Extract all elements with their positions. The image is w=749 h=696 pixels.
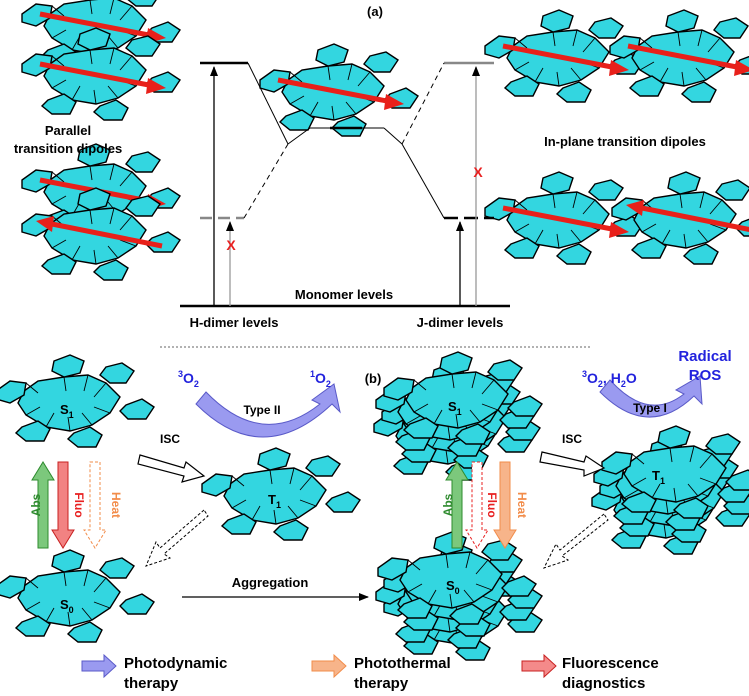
legend-ptt-line1: Photothermal — [354, 655, 451, 672]
aggregate-t1 — [591, 425, 749, 555]
parallel-label-line1: Parallel — [45, 123, 91, 138]
legend-pdt-arrow — [81, 653, 117, 679]
isc-label-right: ISC — [562, 432, 582, 446]
heat-arrow-left — [83, 461, 107, 549]
s0-label-right: S0 — [446, 578, 460, 596]
heat-label-right: Heat — [515, 492, 529, 518]
type-ii-arrow — [195, 383, 341, 438]
molecule-s1-monomer — [0, 354, 155, 448]
triplet-oxygen-right: 3O2, H2O — [582, 369, 637, 389]
phosphorescence-arrow-left — [145, 509, 209, 567]
triplet-oxygen-left: 3O2 — [178, 369, 199, 389]
singlet-oxygen: 1O2 — [310, 369, 331, 389]
molecule-t1-monomer — [201, 447, 361, 541]
molecule-monomer — [260, 44, 418, 136]
aggregate-s0 — [375, 531, 543, 661]
phosphorescence-arrow-right — [543, 513, 609, 569]
radical-label: Radical — [678, 348, 731, 365]
inplane-label: In-plane transition dipoles — [544, 134, 706, 149]
fluo-arrow-right — [465, 461, 489, 549]
type-ii-label: Type II — [243, 403, 280, 417]
abs-arrow-right — [445, 461, 469, 549]
heat-label-left: Heat — [109, 492, 123, 518]
s1-label-left: S1 — [60, 402, 74, 420]
parallel-label-line2: transition dipoles — [14, 141, 122, 156]
aggregation-label: Aggregation — [232, 575, 309, 590]
s1-label-right: S1 — [448, 399, 462, 417]
forbidden-mark-j: X — [473, 164, 483, 180]
legend-pdt-line1: Photodynamic — [124, 655, 227, 672]
fluo-label-left: Fluo — [72, 492, 86, 517]
molecule-parallel-bottom-2 — [22, 188, 180, 280]
panel-a-label: (a) — [367, 4, 383, 19]
forbidden-mark-h: X — [226, 237, 236, 253]
panel-b-label: (b) — [365, 371, 382, 386]
abs-label-left: Abs — [29, 493, 43, 516]
abs-label-right: Abs — [441, 493, 455, 516]
legend-fluorescence-line1: Fluorescence — [562, 655, 659, 672]
molecule-s0-monomer — [0, 549, 155, 643]
legend-ptt-line2: therapy — [354, 675, 409, 692]
legend-fluorescence-line2: diagnostics — [562, 675, 645, 692]
h-dimer-levels-label: H-dimer levels — [190, 315, 279, 330]
monomer-levels-label: Monomer levels — [295, 287, 393, 302]
fluo-arrow-left — [51, 461, 75, 549]
type-i-label: Type I — [633, 401, 667, 415]
legend-ptt-arrow — [311, 653, 347, 679]
isc-arrow-left — [137, 454, 206, 483]
ros-label: ROS — [689, 367, 722, 384]
t1-label-right: T1 — [652, 468, 665, 486]
fluo-label-right: Fluo — [485, 492, 499, 517]
legend: Photodynamic therapy Photothermal therap… — [81, 653, 659, 692]
j-dimer-levels-label: J-dimer levels — [417, 315, 504, 330]
type-i-arrow — [599, 375, 703, 418]
t1-label-left: T1 — [268, 492, 281, 510]
energy-diagram — [180, 61, 510, 308]
abs-arrow-left — [31, 461, 55, 549]
legend-pdt-line2: therapy — [124, 675, 179, 692]
heat-arrow-right — [493, 461, 517, 549]
legend-fluorescence-arrow — [521, 653, 557, 679]
molecule-parallel-top-2 — [22, 28, 180, 120]
isc-arrow-right — [539, 451, 606, 477]
isc-label-left: ISC — [160, 432, 180, 446]
s0-label-left: S0 — [60, 597, 74, 615]
